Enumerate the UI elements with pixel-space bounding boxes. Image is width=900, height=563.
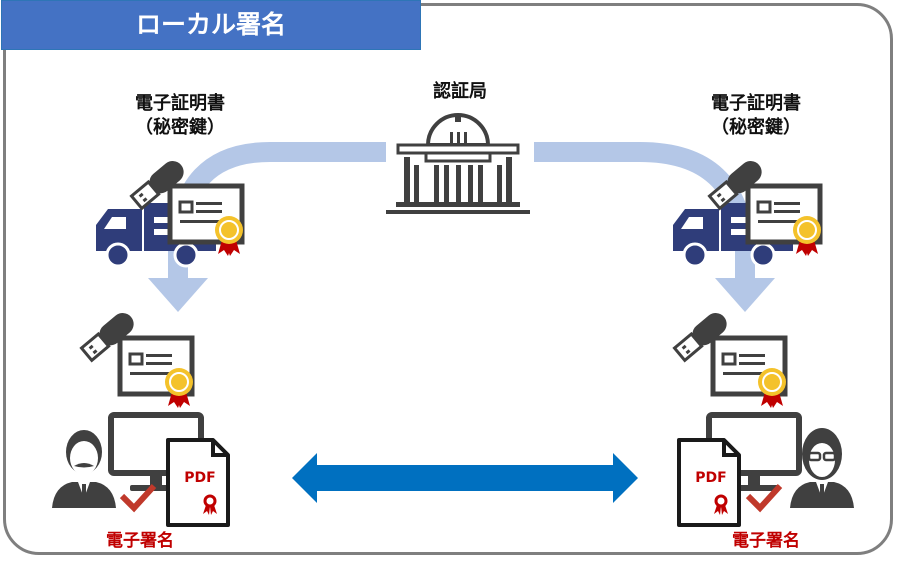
right-signature-label: 電子署名 bbox=[732, 531, 800, 551]
left-cert-label-line2: （秘密鍵） bbox=[135, 117, 225, 138]
certificate-authority-label: 認証局 bbox=[433, 81, 487, 102]
page-title: ローカル署名 bbox=[1, 0, 421, 50]
certificate-authority-building-icon bbox=[386, 113, 530, 214]
pdf-label-right: PDF bbox=[695, 470, 727, 486]
certificate-usb-icon-left bbox=[80, 309, 193, 408]
businessman-avatar-icon bbox=[52, 430, 116, 508]
right-cert-label-line2: （秘密鍵） bbox=[711, 117, 801, 138]
left-signature-label: 電子署名 bbox=[106, 531, 174, 551]
left-cert-label-line1: 電子証明書 bbox=[135, 93, 225, 114]
diagram-frame bbox=[3, 3, 893, 555]
bidirectional-exchange-arrow bbox=[292, 453, 638, 503]
businesswoman-avatar-icon bbox=[790, 428, 854, 508]
certificate-usb-icon-right bbox=[673, 309, 786, 408]
pdf-label-left: PDF bbox=[184, 470, 216, 486]
checkmark-icon-right bbox=[745, 483, 783, 513]
checkmark-icon-left bbox=[119, 483, 157, 513]
right-cert-label-line1: 電子証明書 bbox=[711, 93, 801, 114]
